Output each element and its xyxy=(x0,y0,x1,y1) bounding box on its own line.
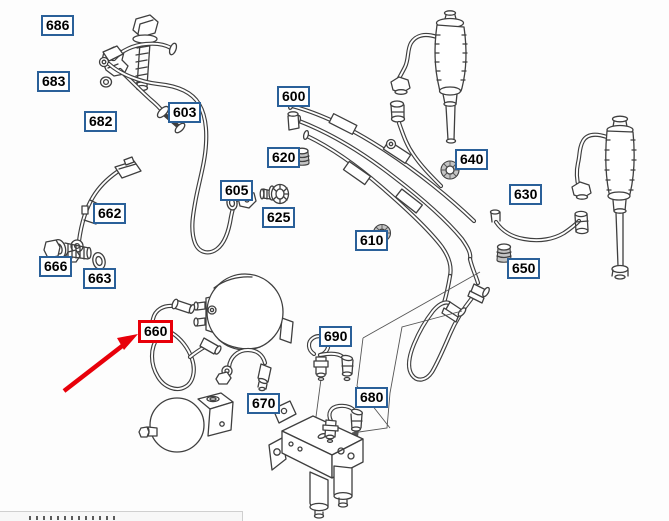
part-label-603[interactable]: 603 xyxy=(168,102,202,123)
part-label-630[interactable]: 630 xyxy=(509,184,543,205)
part-label-620[interactable]: 620 xyxy=(267,147,301,168)
partial-text-tops xyxy=(29,516,117,520)
part-label-625[interactable]: 625 xyxy=(262,207,296,228)
part-label-605[interactable]: 605 xyxy=(220,180,254,201)
part-label-663[interactable]: 663 xyxy=(83,268,117,289)
bolt-625-drawing xyxy=(259,183,290,205)
part-label-682[interactable]: 682 xyxy=(84,111,118,132)
accumulator-sphere-drawing xyxy=(193,273,294,351)
part-label-686[interactable]: 686 xyxy=(41,15,75,36)
grommet-640-drawing xyxy=(440,160,460,180)
valve-block-drawing xyxy=(268,400,364,519)
part-label-666[interactable]: 666 xyxy=(39,256,73,277)
pipe-670-drawing xyxy=(215,347,272,392)
pipe-690-drawing xyxy=(306,334,354,382)
part-label-680[interactable]: 680 xyxy=(355,387,389,408)
strut-top-drawing xyxy=(390,10,468,144)
part-label-640[interactable]: 640 xyxy=(455,149,489,170)
pipes-600-drawing xyxy=(287,99,477,279)
hose-630-drawing xyxy=(489,209,589,243)
small-sphere-drawing xyxy=(138,392,234,453)
partial-bottom-row[interactable] xyxy=(0,511,243,521)
loop-hose-right-drawing xyxy=(407,256,490,382)
part-label-690[interactable]: 690 xyxy=(319,326,353,347)
part-label-600[interactable]: 600 xyxy=(277,86,311,107)
part-label-662[interactable]: 662 xyxy=(93,203,127,224)
part-label-650[interactable]: 650 xyxy=(507,258,541,279)
highlight-arrow xyxy=(62,334,138,393)
pipe-682-drawing xyxy=(117,67,186,134)
pipe-680-drawing xyxy=(322,403,363,443)
part-label-670[interactable]: 670 xyxy=(247,393,281,414)
part-label-683[interactable]: 683 xyxy=(37,71,71,92)
strut-right-drawing xyxy=(571,115,637,280)
part-label-660-highlighted[interactable]: 660 xyxy=(138,320,174,343)
part-label-610[interactable]: 610 xyxy=(355,230,389,251)
